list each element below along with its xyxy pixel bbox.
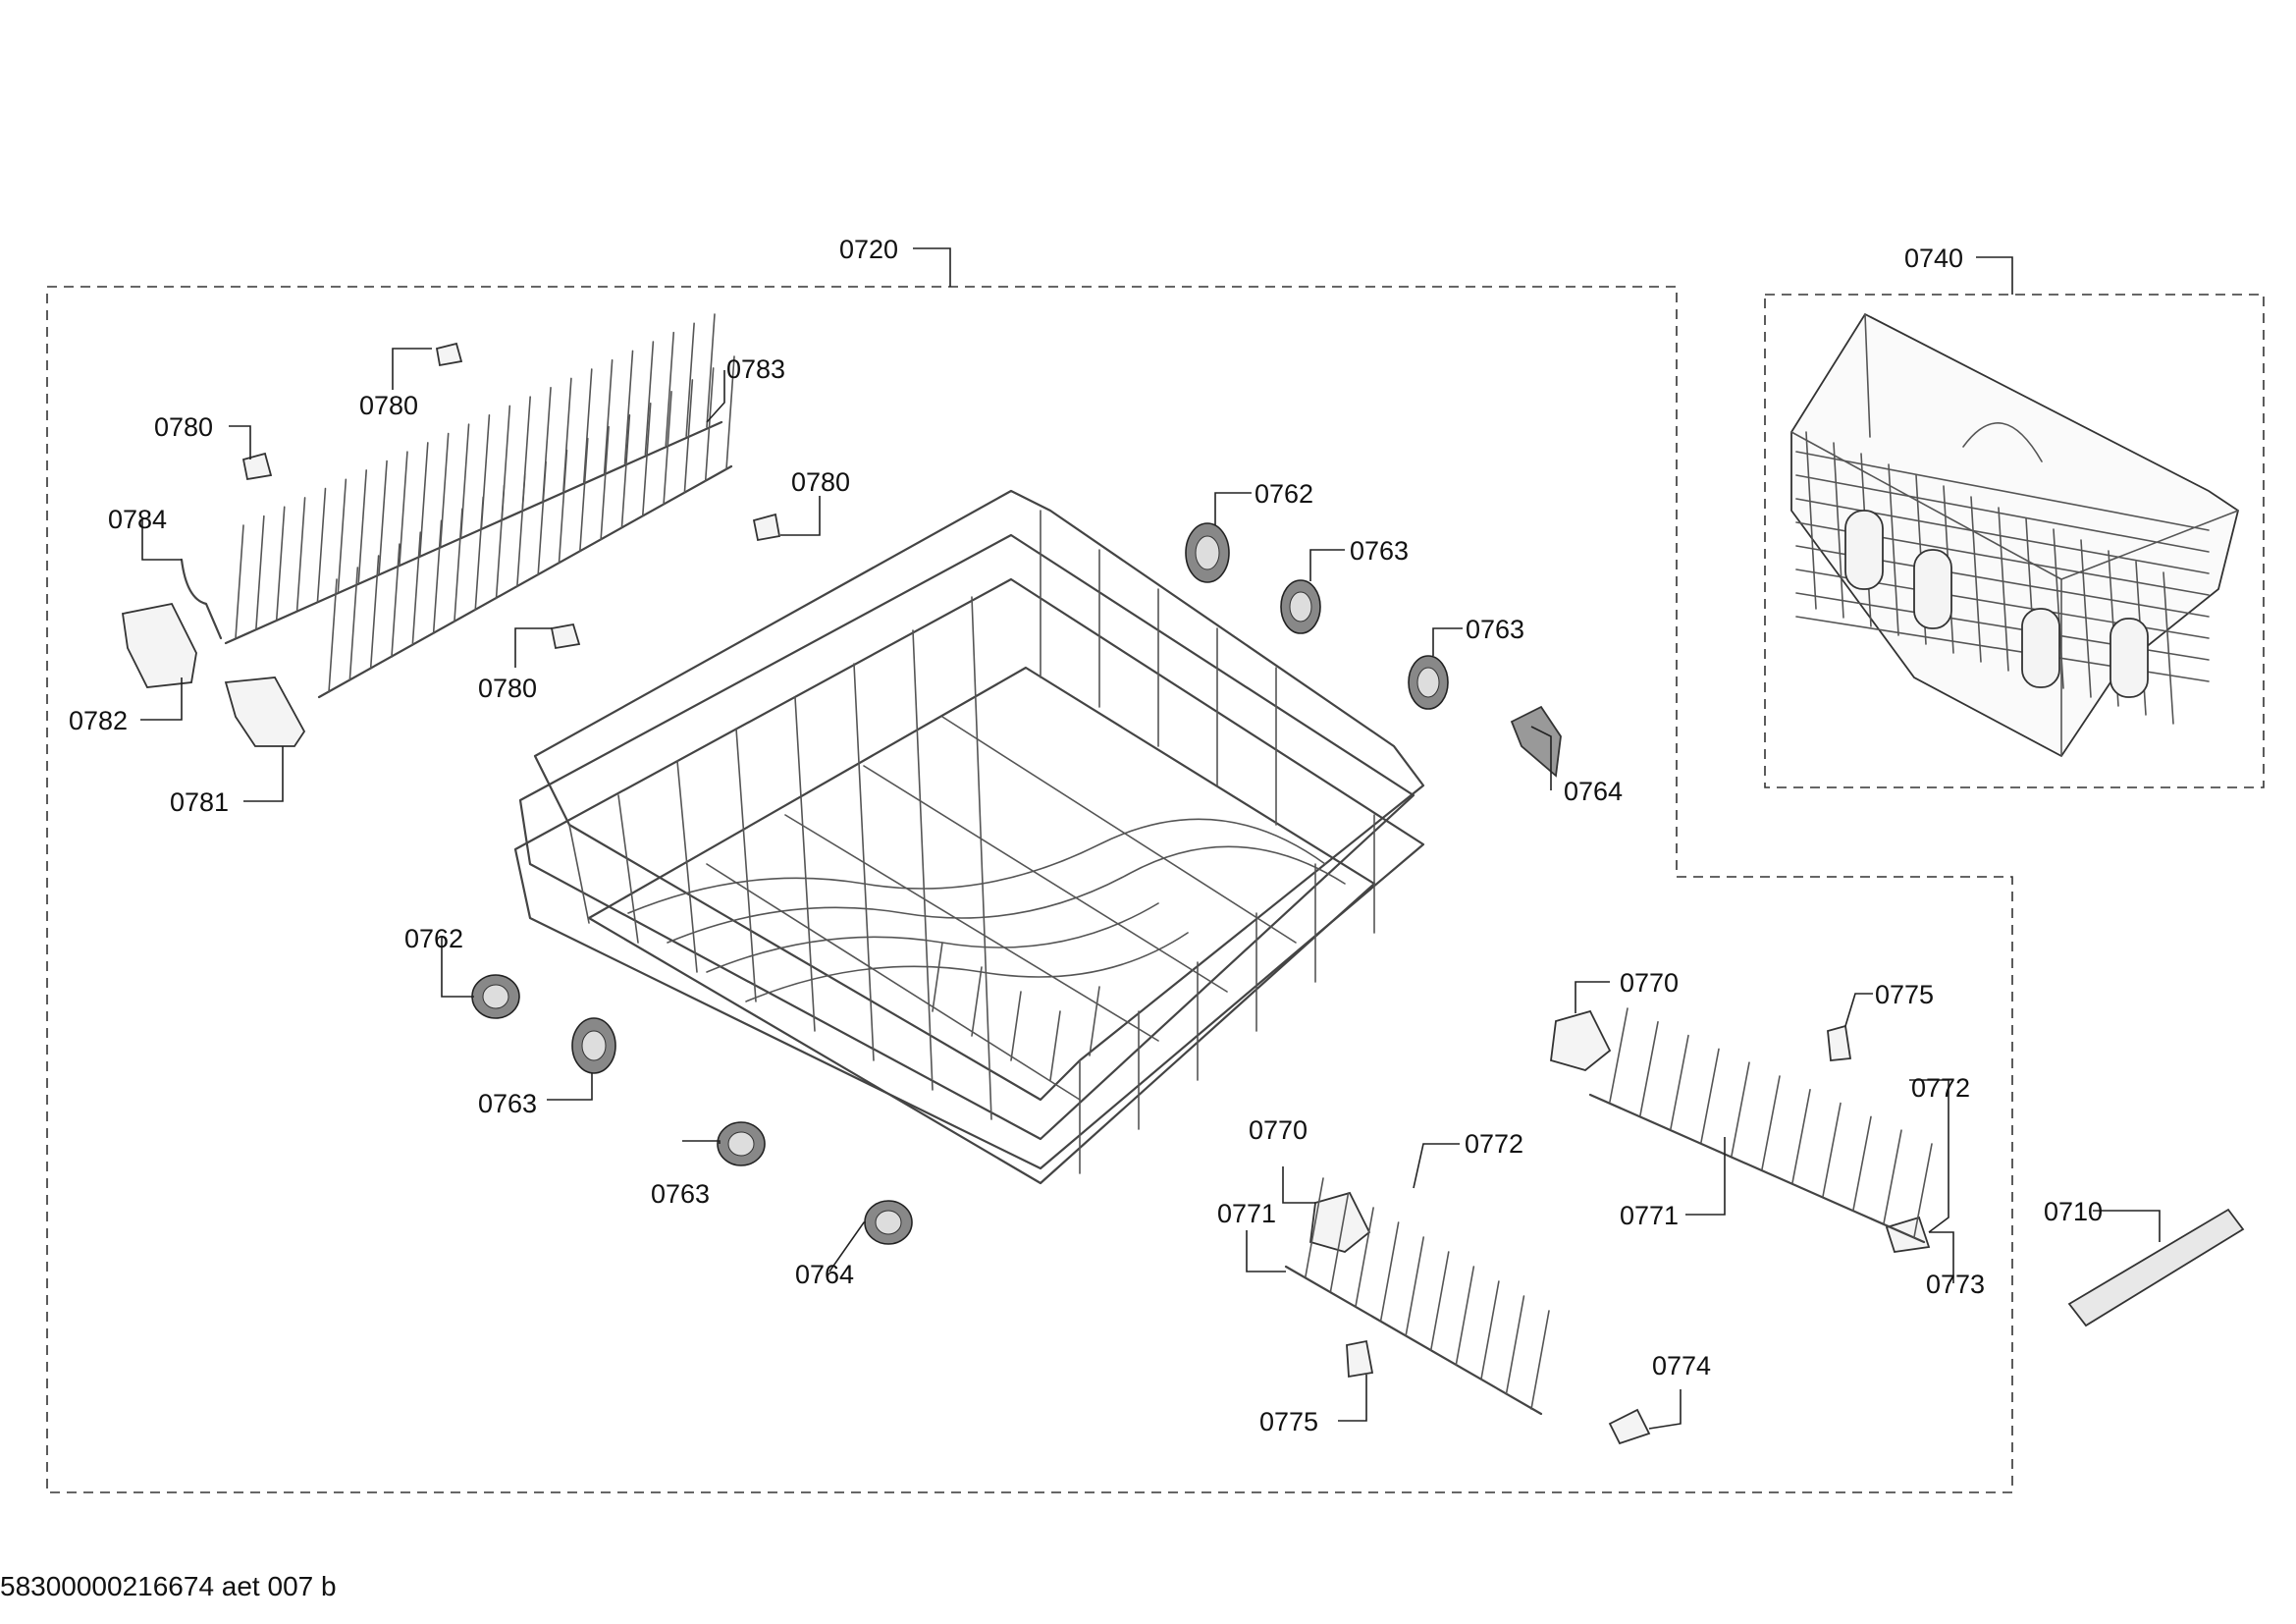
bearing-icon bbox=[1309, 1191, 1371, 1253]
label-clip: 0780 bbox=[791, 467, 850, 497]
bearing-icon bbox=[1550, 1009, 1612, 1071]
label-wheel: 0764 bbox=[795, 1260, 854, 1289]
wheel-icon bbox=[571, 1017, 616, 1074]
label-clip: 0780 bbox=[359, 391, 418, 420]
label-wheel: 0764 bbox=[1564, 777, 1623, 806]
clip-icon bbox=[550, 623, 581, 650]
tine-row-illustration bbox=[224, 313, 735, 699]
holder-right-icon bbox=[224, 677, 306, 747]
label-upper-rack: 0720 bbox=[839, 235, 898, 264]
label-support: 0775 bbox=[1875, 980, 1934, 1009]
holder-left-icon bbox=[121, 602, 197, 688]
label-tines: 0772 bbox=[1911, 1073, 1970, 1103]
label-bracket: 0784 bbox=[108, 505, 167, 534]
cutlery-basket-frame bbox=[1764, 294, 2265, 788]
bracket-icon bbox=[180, 558, 223, 640]
clip-icon bbox=[752, 513, 781, 542]
document-id: 58300000216674 aet 007 b bbox=[0, 1571, 337, 1601]
label-stop: 0773 bbox=[1926, 1270, 1985, 1299]
label-holder-right: 0781 bbox=[170, 787, 229, 817]
label-clip: 0780 bbox=[154, 412, 213, 442]
label-holder-left: 0782 bbox=[69, 706, 128, 735]
label-wheel: 0763 bbox=[478, 1089, 537, 1118]
label-wheel: 0763 bbox=[1466, 615, 1524, 644]
wheel-icon bbox=[1408, 655, 1449, 710]
wheel-icon bbox=[717, 1121, 766, 1166]
part-labels: 0720 0740 0710 0780 0780 0780 0780 0783 … bbox=[69, 235, 2103, 1436]
wheel-icon bbox=[1185, 522, 1230, 583]
label-axis: 0771 bbox=[1620, 1201, 1679, 1230]
handle-icon bbox=[2067, 1208, 2245, 1327]
clip-icon bbox=[435, 342, 463, 367]
label-stop: 0774 bbox=[1652, 1351, 1711, 1380]
support-icon bbox=[1346, 1339, 1374, 1379]
label-wheel: 0763 bbox=[1350, 536, 1409, 566]
stop-icon bbox=[1608, 1408, 1651, 1445]
wheel-icon bbox=[864, 1200, 913, 1245]
label-clip: 0780 bbox=[478, 674, 537, 703]
upper-rack-frame bbox=[46, 286, 2013, 1493]
wheel-icon bbox=[1280, 579, 1321, 634]
label-support: 0775 bbox=[1259, 1407, 1318, 1436]
leader-lines bbox=[140, 247, 2161, 1430]
label-bearing: 0770 bbox=[1620, 968, 1679, 998]
label-axis: 0771 bbox=[1217, 1199, 1276, 1228]
label-cutlery-basket: 0740 bbox=[1904, 244, 1963, 273]
label-tines: 0772 bbox=[1465, 1129, 1523, 1159]
label-bearing: 0770 bbox=[1249, 1115, 1308, 1145]
label-wheel: 0762 bbox=[1255, 479, 1313, 509]
label-tine-row: 0783 bbox=[726, 354, 785, 384]
wheel-icon bbox=[1510, 705, 1562, 778]
support-icon bbox=[1827, 1024, 1852, 1061]
upper-rack-illustration bbox=[513, 489, 1425, 1185]
clip-icon bbox=[241, 452, 273, 481]
wheel-icon bbox=[471, 974, 520, 1019]
label-wheel: 0762 bbox=[404, 924, 463, 953]
cutlery-basket-illustration bbox=[1790, 312, 2240, 758]
label-wheel: 0763 bbox=[651, 1179, 710, 1209]
small-parts bbox=[121, 342, 2245, 1445]
label-handle: 0710 bbox=[2044, 1197, 2103, 1226]
